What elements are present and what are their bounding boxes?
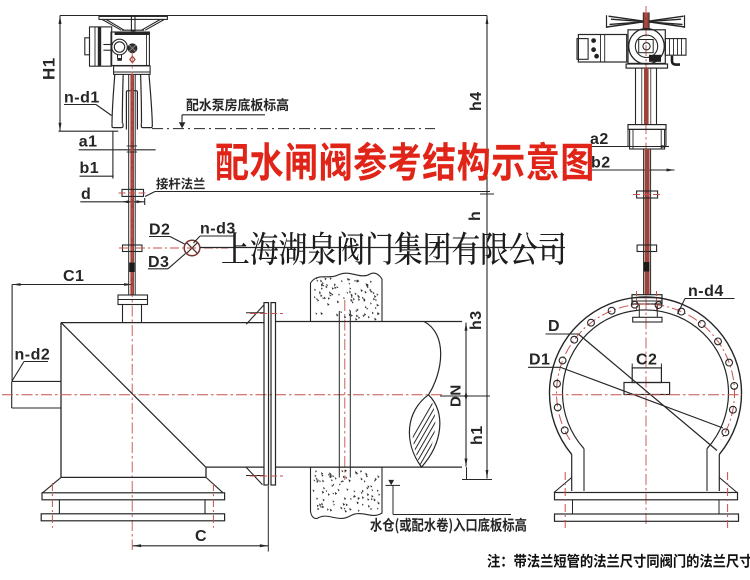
svg-text:h4: h4 [468,91,485,111]
svg-text:n-d1: n-d1 [64,90,100,107]
svg-text:C1: C1 [63,268,84,285]
svg-text:d: d [81,186,91,203]
svg-text:C2: C2 [636,352,657,369]
svg-text:a2: a2 [590,131,609,148]
svg-text:b1: b1 [80,160,100,177]
svg-text:n-d2: n-d2 [15,347,51,364]
svg-text:D3: D3 [148,254,169,271]
svg-text:D1: D1 [529,352,550,369]
svg-text:C: C [195,528,207,545]
svg-text:D: D [548,318,560,335]
svg-text:h3: h3 [468,310,485,330]
svg-text:D2: D2 [149,222,170,239]
svg-text:H1: H1 [40,57,59,80]
svg-text:h: h [467,211,484,221]
svg-text:h1: h1 [469,425,486,445]
svg-text:b2: b2 [591,155,611,172]
svg-text:n-d4: n-d4 [688,283,724,300]
svg-text:DN: DN [448,384,465,407]
svg-text:a1: a1 [79,134,98,151]
svg-text:n-d3: n-d3 [200,221,236,238]
